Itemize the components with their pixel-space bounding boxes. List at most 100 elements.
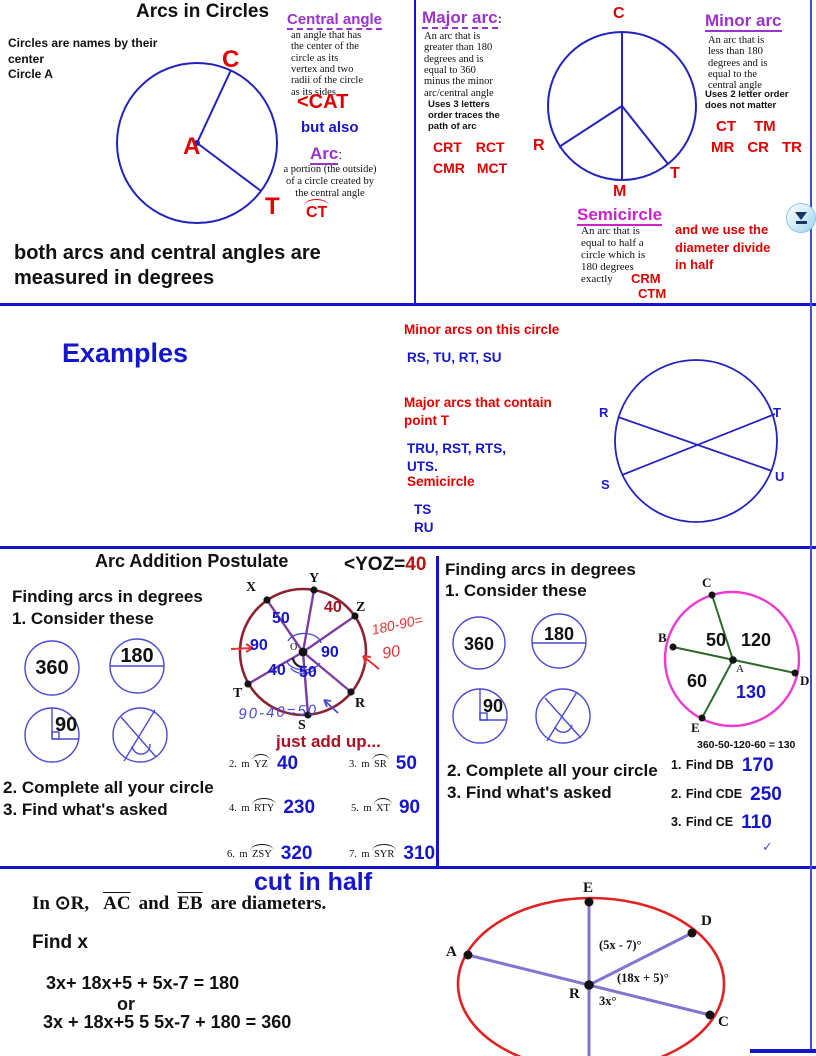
page-title: Arcs in Circles — [136, 1, 270, 22]
check-mark: ✓ — [762, 839, 773, 854]
angle-18x-5: (18x + 5)° — [617, 971, 669, 985]
wheel-angle-bl: 40 — [268, 662, 286, 679]
rtsu-label-s: S — [601, 477, 610, 492]
right-consider-heading: 1. Consider these — [445, 581, 587, 600]
naming-note: Circles are names by their center Circle… — [8, 36, 158, 82]
wheel-angle-xy: 50 — [272, 610, 290, 627]
point-label-c: C — [222, 46, 240, 73]
semicircle-examples-heading: Semicircle — [407, 474, 475, 489]
rtsu-label-u: U — [775, 469, 785, 484]
major-arc-heading-text: Major arc — [422, 8, 498, 29]
but-also-label: but also — [301, 119, 359, 136]
point-label-t: T — [265, 193, 280, 220]
examples-circle-diagram — [614, 359, 778, 523]
wheel-angle-yz: 40 — [324, 599, 342, 616]
examples-title: Examples — [62, 338, 189, 368]
pink-label-b: B — [658, 630, 667, 645]
left-circle-360: 360 — [35, 657, 69, 679]
semicircle-note: and we use the diameter divide in half — [675, 222, 771, 273]
angle-3x: 3x° — [599, 994, 617, 1008]
left-finding-heading: Finding arcs in degrees — [12, 587, 203, 606]
semicircle-ctm: CTM — [638, 286, 667, 301]
yoz-annotation: <YOZ=40 — [344, 554, 427, 575]
pink-value-cd: 120 — [741, 630, 772, 650]
center-label-a: A — [183, 133, 201, 160]
section-divider-3 — [0, 866, 816, 869]
wheel-label-y: Y — [309, 571, 320, 586]
pink-equation: 360-50-120-60 = 130 — [697, 739, 796, 751]
major-arc-colon: : — [497, 11, 502, 26]
right-circle-180: 180 — [543, 624, 575, 644]
wheel-label-r: R — [355, 696, 366, 711]
segment-ac: AC — [103, 893, 131, 914]
bottom-label-e: E — [583, 880, 594, 896]
right-circle-90: 90 — [483, 696, 504, 716]
arc-addition-title: Arc Addition Postulate — [95, 551, 289, 571]
middle-vertical-divider — [436, 556, 439, 866]
central-angle-heading-text: Central angle — [287, 11, 383, 30]
rtsu-label-r: R — [599, 405, 609, 420]
pink-label-a: A — [736, 663, 744, 675]
minor-arc-heading: Minor arc — [705, 11, 782, 32]
given-and: and — [138, 893, 170, 914]
left-consider-heading: 1. Consider these — [12, 609, 154, 628]
page-turn-triangle — [795, 212, 807, 221]
major-arcs-heading: Major arcs that contain point T — [404, 395, 552, 429]
semicircle-heading-text: Semicircle — [577, 205, 663, 226]
section-divider-1 — [0, 303, 816, 306]
wheel-label-t: T — [233, 686, 243, 701]
crmt-label-c: C — [613, 5, 625, 22]
major-arcs-list: TRU, RST, RTS, UTS. — [407, 441, 507, 474]
yoz-value: 40 — [405, 554, 427, 575]
arc-definition: a portion (the outside) of a circle crea… — [283, 164, 377, 199]
crmt-label-m: M — [613, 183, 627, 200]
bottom-label-a: A — [446, 944, 457, 960]
semicircle-crm: CRM — [631, 271, 661, 286]
pink-value-ed: 130 — [736, 682, 767, 702]
bottom-right-border — [750, 1049, 816, 1053]
angle-5x-7: (5x - 7)° — [599, 938, 642, 952]
equation-1: 3x+ 18x+5 + 5x-7 = 180 — [46, 973, 240, 993]
pink-label-c: C — [702, 575, 712, 590]
major-arc-note: Uses 3 letters order traces the path of … — [428, 99, 500, 132]
page-turn-icon[interactable] — [786, 203, 816, 233]
handwritten-90-40-50: 90-40=50 — [238, 701, 319, 723]
right-step3: 3. Find what's asked — [447, 783, 612, 802]
find-x-label: Find x — [32, 932, 88, 953]
wheel-label-s: S — [298, 718, 306, 733]
pink-value-bc: 50 — [706, 630, 727, 650]
left-circle-90: 90 — [55, 714, 78, 736]
measured-note: both arcs and central angles are measure… — [14, 242, 321, 289]
bottom-label-d: D — [701, 913, 712, 929]
major-arc-definition: An arc that is greater than 180 degrees … — [424, 31, 494, 99]
section-divider-2 — [0, 546, 816, 549]
cut-in-half-title: cut in half — [254, 868, 373, 896]
wheel-angle-bm: 50 — [299, 664, 317, 681]
central-angle-heading: Central angle — [287, 11, 383, 30]
bottom-label-r: R — [569, 986, 580, 1002]
given-pre: In ⊙R, — [32, 893, 90, 914]
minor-arc-heading-text: Minor arc — [705, 11, 782, 32]
minor-arcs-heading: Minor arcs on this circle — [404, 322, 560, 337]
wheel-label-x: X — [246, 580, 257, 595]
minor-arc-note: Uses 2 letter order does not matter — [705, 89, 789, 111]
wheel-angle-right: 90 — [321, 644, 339, 661]
major-arc-circle-diagram — [547, 31, 697, 181]
arc-heading: Arc: — [310, 144, 342, 165]
wheel-label-z: Z — [356, 600, 366, 615]
left-circle-180: 180 — [120, 645, 154, 667]
right-page-border — [810, 0, 812, 1049]
right-circle-360: 360 — [463, 634, 495, 654]
right-finding-heading: Finding arcs in degrees — [445, 560, 636, 579]
bottom-circle-diagram — [456, 896, 726, 1056]
major-arc-heading: Major arc: — [422, 8, 502, 29]
cat-angle-label: <CAT — [297, 91, 349, 113]
